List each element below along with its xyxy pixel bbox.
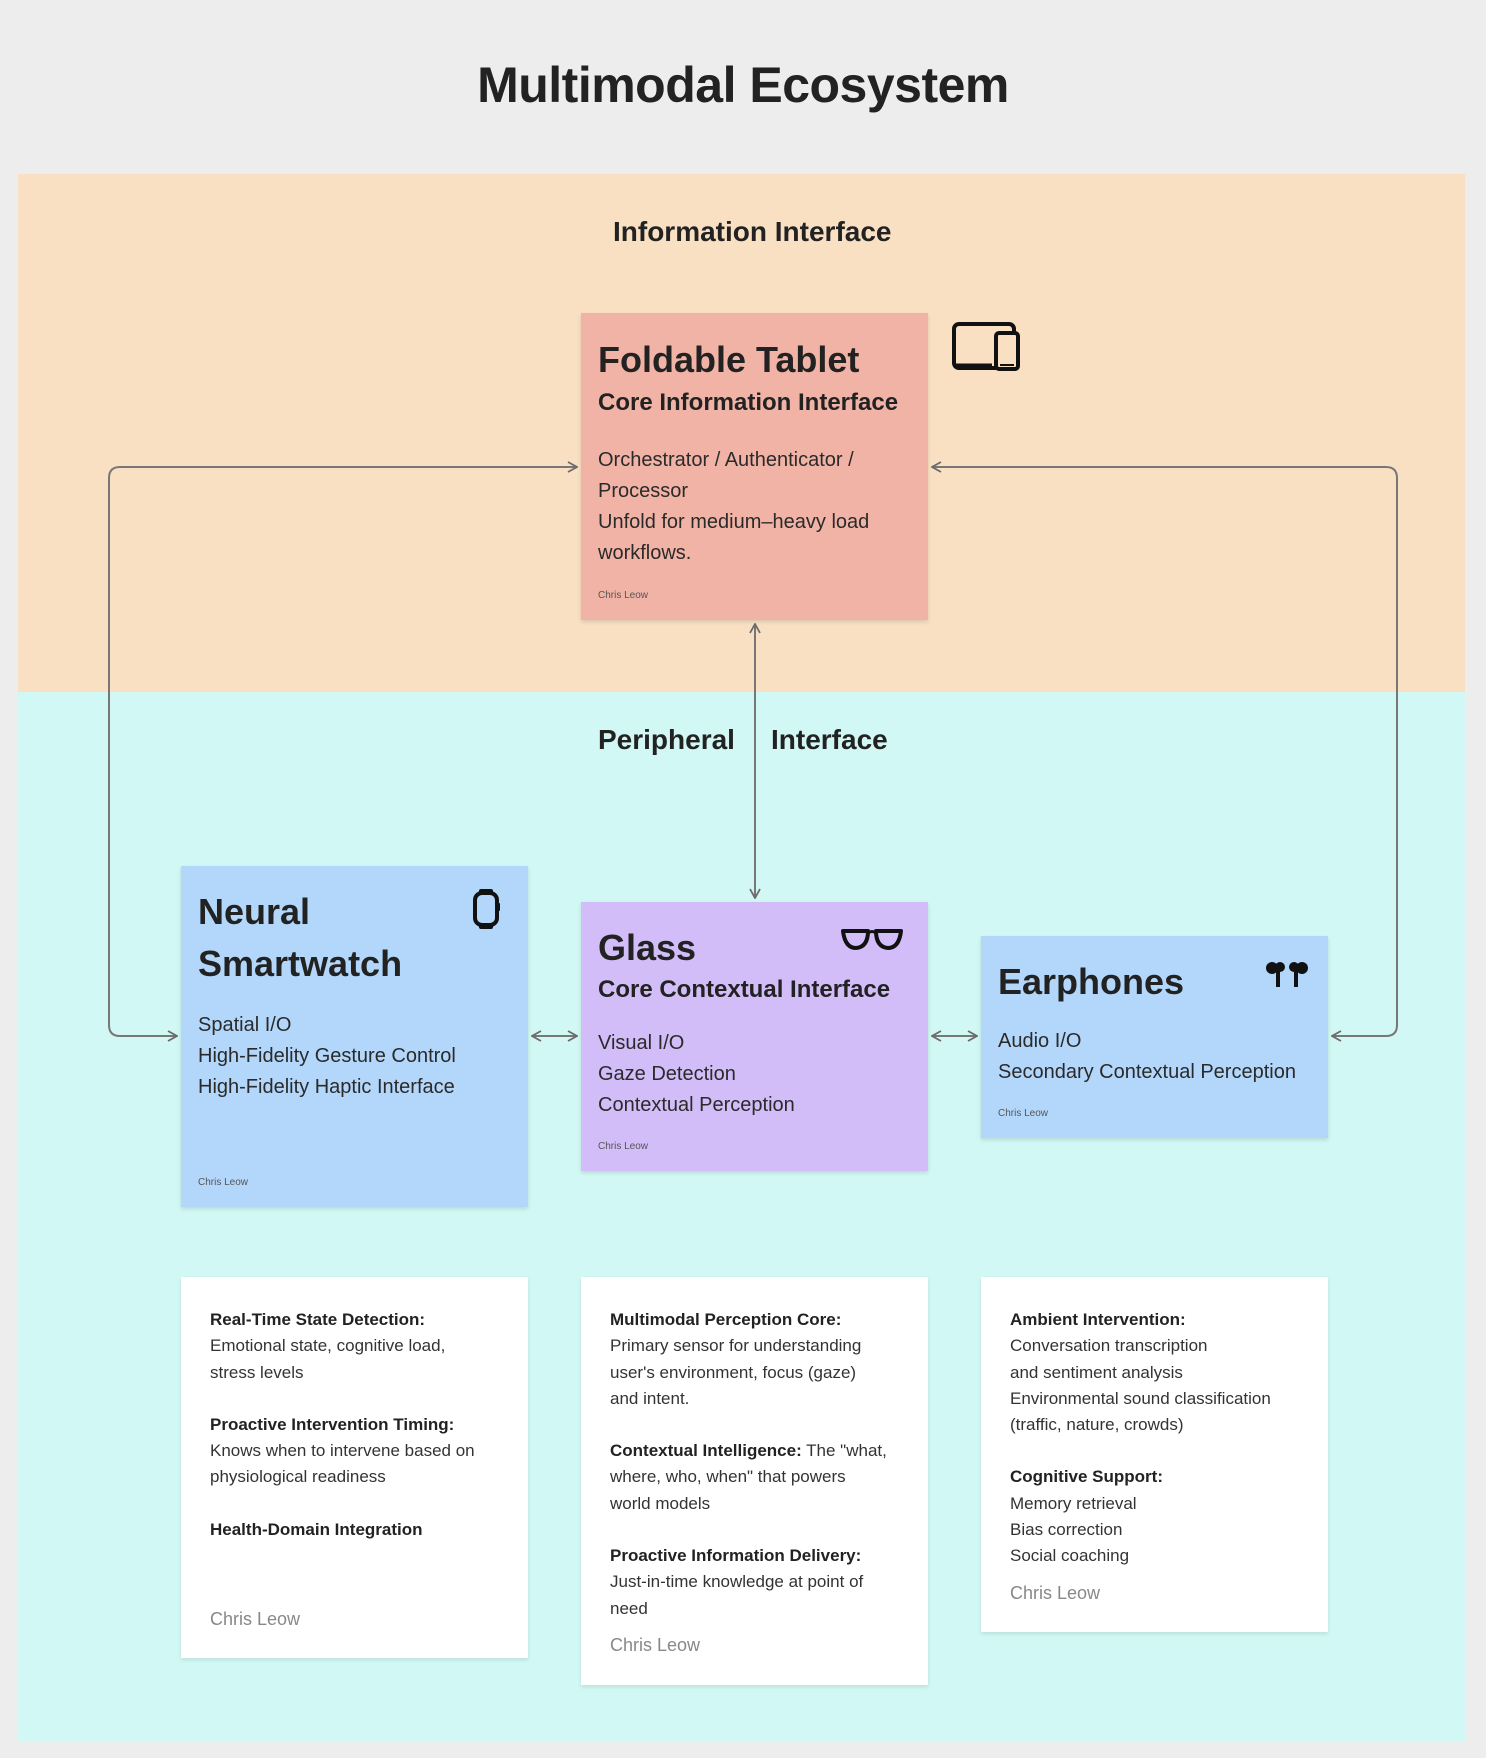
note-heading: Cognitive Support: xyxy=(1010,1467,1163,1487)
note-heading: Multimodal Perception Core: xyxy=(610,1310,842,1329)
note-heading: Health-Domain Integration xyxy=(210,1519,423,1539)
card-line: High-Fidelity Haptic Interface xyxy=(198,1076,455,1098)
card-line: Gaze Detection xyxy=(598,1063,736,1085)
card-line: Visual I/O xyxy=(598,1032,685,1054)
card-line: Processor xyxy=(598,480,689,502)
note-line: Memory retrieval xyxy=(1010,1493,1137,1513)
note-line: Just-in-time knowledge at point of xyxy=(610,1572,864,1592)
note-line: (traffic, nature, crowds) xyxy=(1010,1415,1184,1435)
glass-notes-card: Multimodal Perception Core: Primary sens… xyxy=(581,1277,928,1685)
note-line: and sentiment analysis xyxy=(1010,1362,1183,1382)
note-line: Emotional state, cognitive load, xyxy=(210,1336,446,1356)
note-line: Knows when to intervene based on xyxy=(210,1441,475,1461)
note-heading: Ambient Intervention: xyxy=(1010,1310,1186,1329)
peripheral-label: Peripheral xyxy=(598,724,735,755)
interface-label: Interface xyxy=(771,724,888,755)
note-line: Bias correction xyxy=(1010,1520,1123,1540)
card-line: Orchestrator / Authenticator / xyxy=(598,449,854,471)
note-line: Social coaching xyxy=(1010,1546,1130,1566)
card-line: workflows. xyxy=(598,542,692,564)
card-subtitle: Core Contextual Interface xyxy=(598,976,891,1003)
tablet-to-earphones-connector xyxy=(932,467,1398,1036)
card-author: Chris Leow xyxy=(598,1141,649,1152)
card-author: Chris Leow xyxy=(998,1108,1049,1119)
card-line: Secondary Contextual Perception xyxy=(998,1061,1296,1083)
note-author: Chris Leow xyxy=(610,1635,701,1655)
note-heading: Proactive Information Delivery: xyxy=(610,1546,862,1566)
card-author: Chris Leow xyxy=(198,1177,249,1188)
card-subtitle: Core Information Interface xyxy=(598,389,899,416)
earphones-notes-card: Ambient Intervention: Conversation trans… xyxy=(981,1277,1328,1632)
foldable-tablet-card[interactable]: Foldable Tablet Core Information Interfa… xyxy=(581,313,928,620)
note-heading: Real-Time State Detection: xyxy=(210,1310,426,1329)
glass-card[interactable]: Glass Core Contextual Interface Visual I… xyxy=(581,902,928,1171)
note-line: Environmental sound classification xyxy=(1010,1388,1271,1408)
card-author: Chris Leow xyxy=(598,590,649,601)
watch-notes-card: Real-Time State Detection: Emotional sta… xyxy=(181,1277,528,1658)
note-line: user's environment, focus (gaze) xyxy=(610,1362,857,1382)
note-heading: Proactive Intervention Timing: xyxy=(210,1414,455,1434)
note-text: The "what, xyxy=(801,1441,887,1461)
note-line: physiological readiness xyxy=(210,1467,386,1487)
devices-icon xyxy=(952,322,1020,371)
note-line: where, who, when" that powers xyxy=(610,1467,846,1487)
information-interface-label: Information Interface xyxy=(613,216,892,247)
note-heading: Contextual Intelligence: xyxy=(610,1441,802,1461)
page-title: Multimodal Ecosystem xyxy=(477,57,1009,113)
card-title: Glass xyxy=(598,927,697,968)
tablet-to-watch-connector xyxy=(108,467,577,1036)
card-title: Foldable Tablet xyxy=(598,339,860,380)
card-line: Contextual Perception xyxy=(598,1094,795,1116)
card-line: Unfold for medium–heavy load xyxy=(598,511,870,533)
glasses-icon xyxy=(841,929,903,950)
note-line: need xyxy=(610,1598,648,1618)
card-line: High-Fidelity Gesture Control xyxy=(198,1045,456,1067)
note-line: Primary sensor for understanding xyxy=(610,1336,862,1356)
note-line: Conversation transcription xyxy=(1010,1336,1208,1356)
note-line: and intent. xyxy=(610,1388,690,1408)
note-author: Chris Leow xyxy=(1010,1583,1101,1603)
note-line: world models xyxy=(610,1493,711,1513)
note-line: stress levels xyxy=(210,1362,304,1382)
note-author: Chris Leow xyxy=(210,1609,301,1629)
